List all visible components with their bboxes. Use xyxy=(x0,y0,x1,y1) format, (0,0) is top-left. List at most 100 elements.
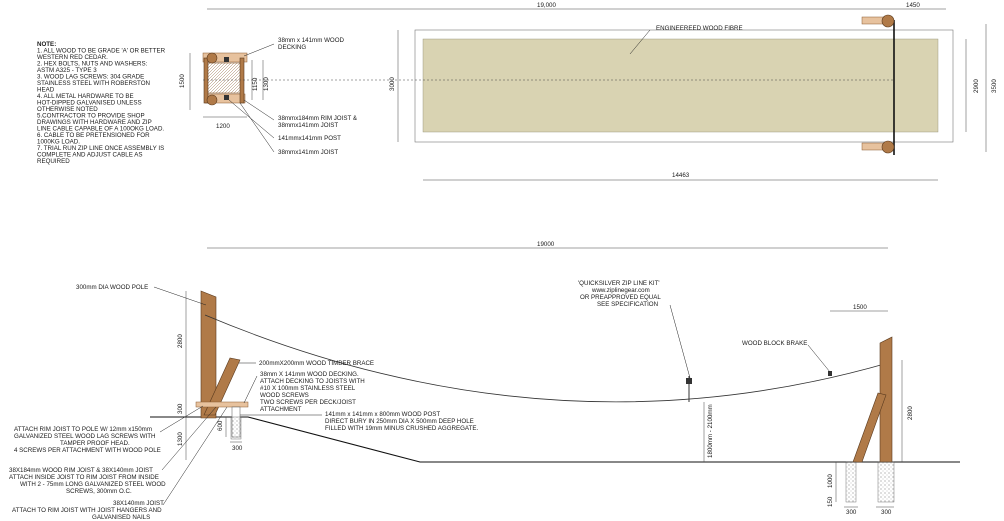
note-line: 5.CONTRACTOR TO PROVIDE SHOP xyxy=(37,113,145,120)
label-rim-attach: GALVANIZED STEEL WOOD LAG SCREWS WITH xyxy=(14,433,156,440)
notes-heading: NOTE: xyxy=(37,41,56,48)
leader-line xyxy=(153,286,207,306)
label-decking: DECKING xyxy=(278,44,306,51)
label-post: 141mm x 141mm x 800mm WOOD POST xyxy=(325,411,440,418)
label-decking: 38mm X 141mm WOOD DECKING. xyxy=(260,371,359,378)
pole-circle xyxy=(881,14,895,28)
label-rim-joist: SCREWS, 300mm O.C. xyxy=(66,488,132,495)
pole-footing xyxy=(877,461,895,503)
label-kit: www.ziplinegear.com xyxy=(591,287,650,294)
note-line: COMPLETE AND ADJUST CABLE AS xyxy=(37,152,142,159)
leader-line xyxy=(228,99,275,139)
ground-line xyxy=(150,416,960,463)
leader-line xyxy=(629,29,651,55)
note-line: ASTM A325 - TYPE 3 xyxy=(37,67,97,74)
plan-view: 19,000 1450 ENGINEEREED WOOD FIBRE 3000 … xyxy=(203,2,998,181)
label-decking: 38mm x 141mm WOOD xyxy=(278,37,345,44)
leader-line xyxy=(807,344,831,373)
dim-span: 19000 xyxy=(537,241,555,248)
label-joist: 38X140mm JOIST xyxy=(113,500,164,507)
dim-width: 1200 xyxy=(216,123,230,130)
label-decking: ATTACH DECKING TO JOISTS WITH xyxy=(260,378,365,385)
label-rim-attach: ATTACH RIM JOIST TO POLE W/ 12mm x150mm xyxy=(14,426,152,433)
wood-pole-start xyxy=(200,290,217,419)
label-rim-joist: 38X184mm WOOD RIM JOIST & 38X140mm JOIST xyxy=(9,467,153,474)
wood-fibre-area xyxy=(422,38,939,133)
label-rim-joist: ATTACH INSIDE JOIST TO RIM JOIST FROM IN… xyxy=(9,474,159,481)
note-line: 1000KG LOAD. xyxy=(37,139,80,146)
leader-line xyxy=(161,406,217,471)
dim-pole-height: 2800 xyxy=(177,334,184,348)
trolley-block xyxy=(686,378,692,384)
label-rim-attach: 4 SCREWS PER ATTACHMENT WITH WOOD POLE xyxy=(14,447,161,454)
deck-platform xyxy=(195,401,249,408)
leader-line xyxy=(239,102,275,153)
dim-fibre-length: 14463 xyxy=(672,172,690,179)
note-line: 3. WOOD LAG SCREWS: 304 GRADE xyxy=(37,74,144,81)
dim-brake: 1450 xyxy=(906,2,920,9)
post-square xyxy=(224,95,229,100)
label-post: DIRECT BURY IN 250mm DIA X 500mm DEEP HO… xyxy=(325,418,474,425)
brace-footing xyxy=(845,461,857,503)
note-line: 2. HEX BOLTS, NUTS AND WASHERS: xyxy=(37,61,148,68)
dim-width: 3000 xyxy=(389,77,396,91)
label-rim-joist: 38mmx184mm RIM JOIST & xyxy=(278,115,358,122)
label-decking: ATTACHMENT xyxy=(260,406,302,413)
note-line: 6. CABLE TO BE PRETENSIONED FOR xyxy=(37,132,150,139)
dim-footing-1: 1000 xyxy=(827,474,834,488)
note-line: 7. TRIAL RUN ZIP LINE ONCE ASSEMBLY IS xyxy=(37,145,164,152)
pole-circle xyxy=(881,140,895,154)
leader-line xyxy=(669,304,691,379)
dim-footing-w1: 300 xyxy=(846,509,857,516)
label-decking: #10 X 100mm STAINLESS STEEL xyxy=(260,385,356,392)
dim-clearance: 1800mm - 2100mm xyxy=(707,404,714,458)
post-footing xyxy=(230,416,242,440)
label-joist: 38mmx141mm JOIST xyxy=(278,149,338,156)
note-line: HOT-DIPPED GALVANISED UNLESS xyxy=(37,100,142,107)
label-brake: WOOD BLOCK BRAKE xyxy=(742,340,807,347)
label-rim-joist: 38mmx141mm JOIST xyxy=(278,122,338,129)
elevation-view: 19000 2800 300 1300 600 300 1500 2800 xyxy=(9,241,960,521)
dim-inner-width: 2900 xyxy=(973,79,980,93)
label-joist: GALVANISED NAILS xyxy=(92,514,150,521)
dim-outer-width: 3500 xyxy=(991,79,998,93)
plan-frame xyxy=(414,29,954,143)
notes-block: NOTE: 1. ALL WOOD TO BE GRADE 'A' OR BET… xyxy=(37,41,166,165)
dim-end-height: 2800 xyxy=(907,406,914,420)
leader-line xyxy=(159,405,204,433)
note-line: REQUIRED xyxy=(37,158,70,165)
zip-line-cable xyxy=(204,314,889,403)
dim-footing-w2: 300 xyxy=(881,509,892,516)
label-kit: SEE SPECIFICATION xyxy=(597,301,658,308)
dim-deck-height: 300 xyxy=(177,403,184,414)
end-brace xyxy=(852,392,887,463)
label-brace: 200mmX200mm WOOD TIMBER BRACE xyxy=(259,360,374,367)
leader-line xyxy=(243,43,275,57)
label-post: FILLED WITH 19mm MINUS CRUSHED AGGREGATE… xyxy=(325,425,478,432)
note-line: WESTERN RED CEDAR. xyxy=(37,54,108,61)
rim-joist xyxy=(203,57,209,104)
dim-depth: 1500 xyxy=(179,74,186,88)
post-square xyxy=(224,57,229,62)
dim-footing-2: 150 xyxy=(827,496,834,507)
label-decking: TWO SCREWS PER DECK/JOIST xyxy=(260,399,356,406)
label-decking: WOOD SCREWS xyxy=(260,392,309,399)
note-line: DRAWINGS WITH HARDWARE AND ZIP xyxy=(37,119,152,126)
note-line: 1. ALL WOOD TO BE GRADE 'A' OR BETTER xyxy=(37,48,166,55)
label-rim-attach: TAMPER PROOF HEAD. xyxy=(60,440,130,447)
dim-inner: 1150 xyxy=(252,77,259,91)
label-kit: 'QUICKSILVER ZIP LINE KIT' xyxy=(578,280,660,287)
note-line: HEAD xyxy=(37,87,55,94)
label-fibre: ENGINEEREED WOOD FIBRE xyxy=(656,25,743,32)
note-line: STAINLESS STEEL WITH ROBERSTON xyxy=(37,80,150,87)
dim-brake: 1500 xyxy=(853,304,867,311)
label-rim-joist: WITH 2 - 75mm LONG GALVANIZED STEEL WOOD xyxy=(20,481,166,488)
note-line: 4. ALL METAL HARDWARE TO BE xyxy=(37,93,134,100)
leader-line xyxy=(243,375,258,404)
dim-post-depth: 600 xyxy=(217,420,224,431)
pole-circle xyxy=(206,94,218,106)
note-line: LINE CABLE CAPABLE OF A 100OKG LOAD. xyxy=(37,126,164,133)
pole-circle xyxy=(206,52,218,64)
label-kit: OR PREAPPROVED EQUAL xyxy=(580,294,661,301)
